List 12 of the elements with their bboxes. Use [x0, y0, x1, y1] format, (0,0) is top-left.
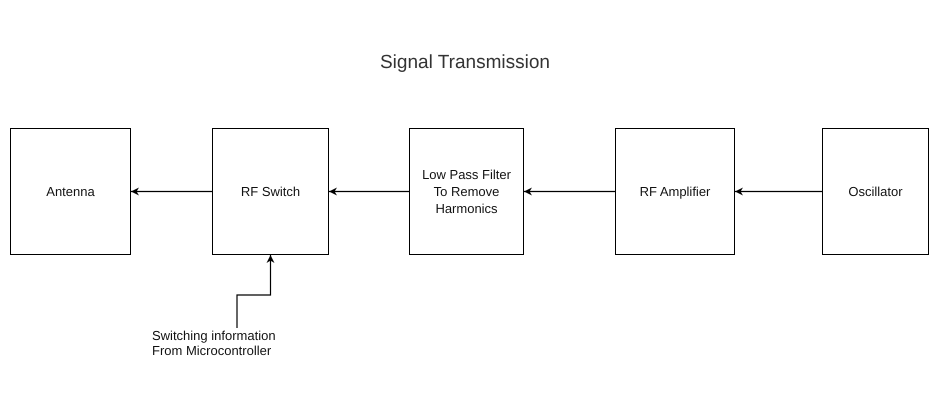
arrow	[329, 188, 409, 196]
process-box: RF Switch	[212, 128, 329, 255]
diagram-title: Signal Transmission	[380, 52, 550, 73]
arrow	[524, 188, 615, 196]
text-label: Switching information From Microcontroller	[152, 328, 276, 358]
process-box: Oscillator	[822, 128, 929, 255]
process-box: RF Amplifier	[615, 128, 735, 255]
arrow	[735, 188, 822, 196]
process-box: Antenna	[10, 128, 131, 255]
arrow	[131, 188, 212, 196]
arrow	[236, 255, 274, 328]
process-box: Low Pass Filter To Remove Harmonics	[409, 128, 524, 255]
